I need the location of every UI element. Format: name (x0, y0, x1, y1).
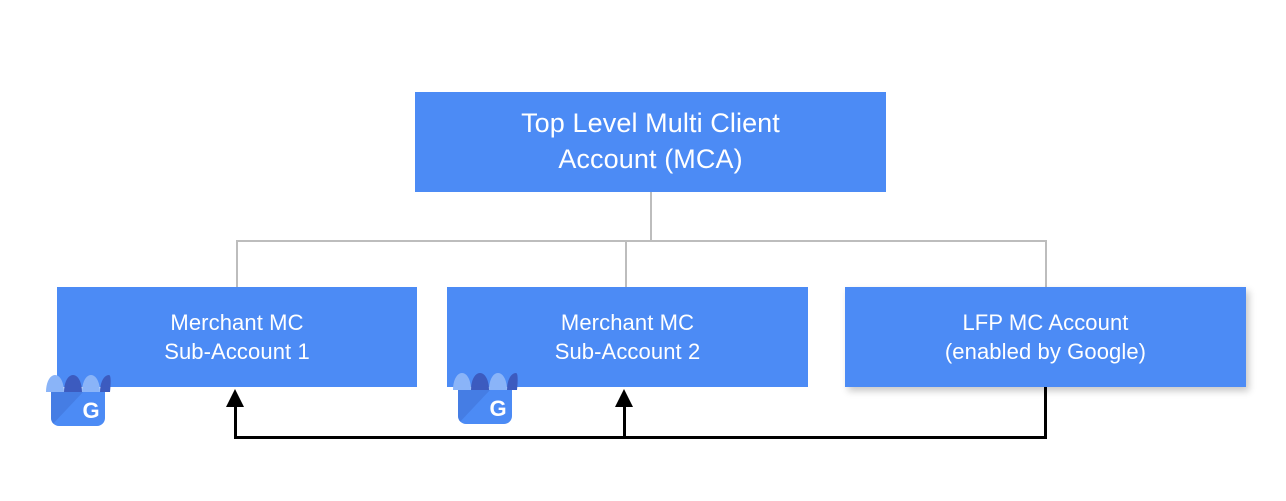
connector-drop-sub1 (236, 240, 238, 288)
node-label-sub2: Merchant MC Sub-Account 2 (554, 309, 701, 364)
connector-drop-lfp (1045, 240, 1047, 288)
connector-horizontal-bus (236, 240, 1047, 242)
node-label-mca: Top Level Multi Client Account (MCA) (521, 108, 780, 174)
node-label-lfp: LFP MC Account (enabled by Google) (944, 309, 1147, 364)
feedback-connector-horizontal (234, 436, 1047, 439)
node-label-sub1: Merchant MC Sub-Account 1 (164, 309, 310, 364)
google-business-profile-icon: G (448, 362, 522, 436)
node-merchant-sub-account-1[interactable]: Merchant MC Sub-Account 1 (57, 287, 417, 387)
arrow-head-icon-sub1 (226, 389, 244, 407)
node-top-level-mca[interactable]: Top Level Multi Client Account (MCA) (415, 92, 886, 192)
arrow-head-icon-sub2 (615, 389, 633, 407)
feedback-connector-up-to-sub1 (234, 399, 237, 437)
feedback-connector-up-to-sub2 (623, 399, 626, 437)
feedback-connector-down-from-lfp (1044, 387, 1047, 439)
connector-drop-sub2 (625, 240, 627, 288)
node-merchant-sub-account-2[interactable]: Merchant MC Sub-Account 2 (447, 287, 808, 387)
connector-mca-stem (650, 192, 652, 242)
node-lfp-mc-account[interactable]: LFP MC Account (enabled by Google) (845, 287, 1246, 387)
google-g-letter: G (82, 398, 99, 423)
google-g-letter: G (489, 396, 506, 421)
google-business-profile-icon: G (41, 364, 115, 438)
